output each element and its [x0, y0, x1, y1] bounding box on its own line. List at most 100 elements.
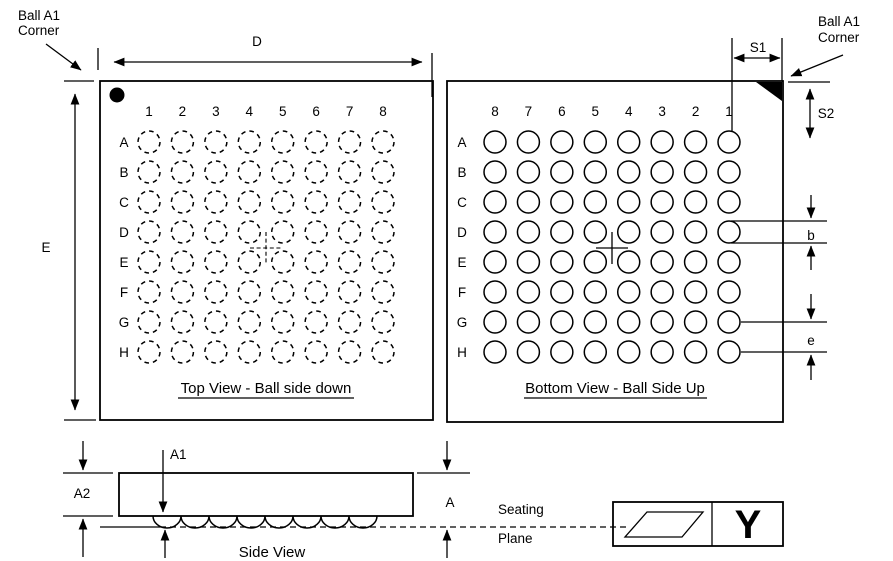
bottom-view-ball-H2	[683, 340, 708, 364]
bottom-view-ball-C4	[616, 190, 641, 214]
bottom-view-ball-H3	[650, 340, 674, 364]
callout-left-arrow	[45, 43, 82, 71]
top-view-ball-F6	[304, 280, 328, 304]
package-body	[118, 472, 414, 517]
bottom-view-ball-A2	[683, 130, 708, 154]
top-view-ball-A4	[237, 130, 262, 154]
top-view-ball-B5	[270, 160, 295, 184]
top-view-ball-B7	[337, 160, 362, 184]
top-view-outline	[99, 80, 434, 421]
top-view-ball-H3	[204, 340, 228, 364]
top-view-ball-B8	[371, 160, 395, 184]
a1-corner-triangle	[756, 82, 782, 101]
top-view-ball-B2	[170, 160, 195, 184]
ball-a1-callout-left: Ball A1 Corner	[18, 8, 99, 82]
bottom-view-ball-E8	[483, 250, 507, 274]
top-view-title: Top View - Ball side down	[181, 380, 352, 397]
top-view-col-label-3: 3	[212, 104, 220, 119]
top-view-ball-D1	[137, 220, 161, 244]
top-view-ball-D3	[204, 220, 228, 244]
top-view-ball-C4	[237, 190, 262, 214]
top-view-ball-B3	[204, 160, 228, 184]
top-view-ball-A2	[170, 130, 195, 154]
bottom-view-col-label-4: 4	[625, 104, 633, 119]
top-view-ball-C8	[371, 190, 395, 214]
bottom-view-ball-B2	[683, 160, 708, 184]
pin1-marker-dot	[109, 87, 125, 103]
bottom-view-col-label-3: 3	[658, 104, 666, 119]
bottom-view-ball-H4	[616, 340, 641, 364]
bottom-view-ball-E7	[516, 250, 541, 274]
top-view-ball-B4	[237, 160, 262, 184]
dim-b: b	[731, 195, 827, 270]
top-view-ball-E2	[170, 250, 195, 274]
bottom-view-ball-B6	[550, 160, 574, 184]
bottom-view-ball-F4	[616, 280, 641, 304]
bottom-view-ball-C5	[583, 190, 608, 214]
top-view-ball-B6	[304, 160, 328, 184]
bottom-view-ball-G8	[483, 310, 507, 334]
callout-right-arrow	[790, 54, 844, 77]
top-view-ball-F2	[170, 280, 195, 304]
bottom-view-ball-G3	[650, 310, 674, 334]
top-view-ball-D4	[237, 220, 262, 244]
bottom-view-ball-B1	[717, 160, 741, 184]
top-view-ball-D6	[304, 220, 328, 244]
bottom-view-ball-F7	[516, 280, 541, 304]
dim-S1: S1	[731, 38, 783, 131]
bottom-view-col-label-6: 6	[558, 104, 566, 119]
top-view-ball-E8	[371, 250, 395, 274]
bottom-view-row-label-B: B	[457, 165, 466, 180]
dim-e-label: e	[807, 333, 815, 348]
bottom-view-ball-D8	[483, 220, 507, 244]
bottom-view-ball-F8	[483, 280, 507, 304]
top-view-ball-F7	[337, 280, 362, 304]
top-view-ball-F8	[371, 280, 395, 304]
top-view-col-label-4: 4	[246, 104, 254, 119]
bottom-view-col-label-8: 8	[491, 104, 499, 119]
top-view-ball-C5	[270, 190, 295, 214]
top-view-col-label-7: 7	[346, 104, 354, 119]
bottom-view-col-label-2: 2	[692, 104, 700, 119]
side-view-ball-4	[236, 515, 266, 529]
bottom-view-ball-F2	[683, 280, 708, 304]
top-view-ball-H2	[170, 340, 195, 364]
ball-a1-callout-right: Ball A1 Corner	[790, 14, 860, 77]
bottom-view-ball-E1	[717, 250, 741, 274]
bottom-view-ball-E6	[550, 250, 574, 274]
top-view-ball-G7	[337, 310, 362, 334]
bottom-view-row-label-G: G	[457, 315, 468, 330]
bottom-view-ball-G4	[616, 310, 641, 334]
bottom-view-ball-A7	[516, 130, 541, 154]
bottom-view-ball-G7	[516, 310, 541, 334]
top-view-ball-E4	[237, 250, 262, 274]
dim-D: D	[113, 34, 433, 97]
dim-D-label: D	[252, 34, 262, 49]
top-view-ball-E7	[337, 250, 362, 274]
bottom-view-ball-G1	[717, 310, 741, 334]
top-view-ball-C3	[204, 190, 228, 214]
bottom-view-outline	[446, 80, 784, 423]
parallelogram-symbol-icon	[623, 511, 705, 538]
bottom-view-ball-A8	[483, 130, 507, 154]
top-view-ball-G4	[237, 310, 262, 334]
top-view-ball-C7	[337, 190, 362, 214]
top-view-ball-E3	[204, 250, 228, 274]
bottom-view-ball-E2	[683, 250, 708, 274]
top-view-col-label-2: 2	[179, 104, 187, 119]
bottom-view-col-label-5: 5	[592, 104, 600, 119]
top-view-row-label-C: C	[119, 195, 129, 210]
dim-e: e	[741, 294, 827, 380]
top-view-ball-F3	[204, 280, 228, 304]
top-view-col-label-1: 1	[145, 104, 153, 119]
dim-A1-label: A1	[170, 447, 187, 462]
bottom-view-ball-D5	[583, 220, 608, 244]
bottom-view-ball-B4	[616, 160, 641, 184]
top-view-row-label-F: F	[120, 285, 128, 300]
side-view-ball-6	[292, 515, 322, 529]
bottom-view-ball-G6	[550, 310, 574, 334]
bottom-view-col-label-1: 1	[725, 104, 733, 119]
top-view-ball-A5	[270, 130, 295, 154]
